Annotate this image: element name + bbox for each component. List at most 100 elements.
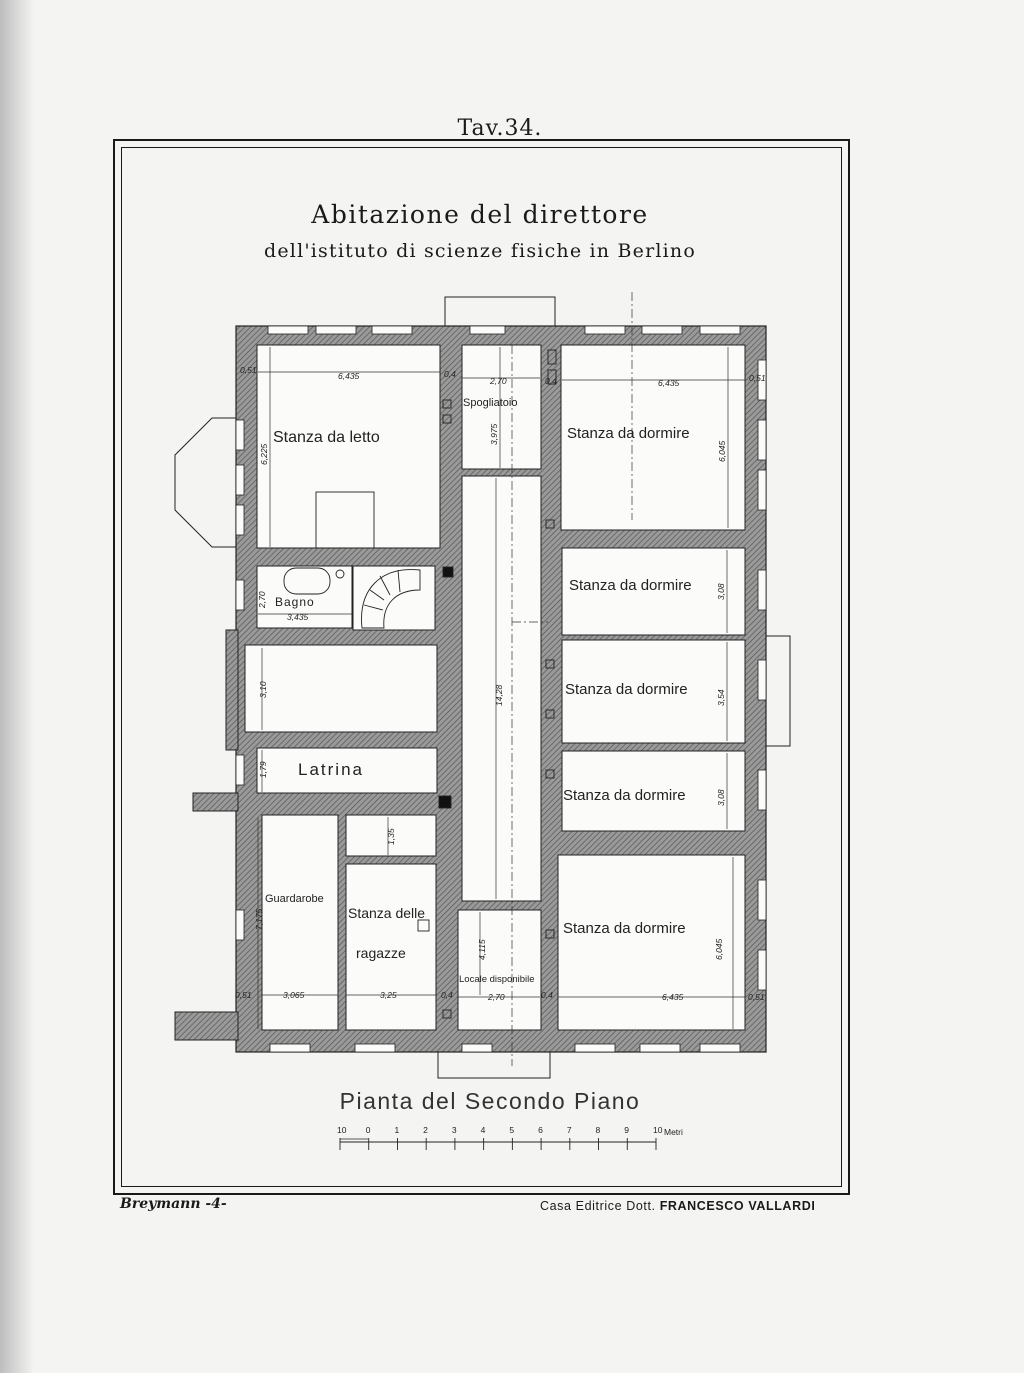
label-guardarobe: Guardarobe	[265, 893, 324, 905]
dim-label: 3,065	[283, 990, 305, 1000]
scale-tick-label: 10	[337, 1125, 347, 1135]
scale-tick-label: 8	[596, 1125, 601, 1135]
scale-tick-label: 2	[423, 1125, 428, 1135]
dim-label: 3,25	[380, 990, 397, 1000]
label-stanza-dormire-3: Stanza da dormire	[565, 681, 688, 698]
dim-label: 0,51	[235, 990, 252, 1000]
room-bagno	[256, 565, 353, 629]
scale-unit: Metri	[664, 1127, 683, 1137]
dim-label: 6,435	[658, 378, 680, 388]
dim-label: 2,70	[257, 591, 267, 609]
label-stanza-ragazze-2: ragazze	[356, 945, 406, 961]
dimension-lines	[257, 347, 745, 1029]
room-small	[345, 814, 437, 857]
room-latrina	[256, 747, 438, 794]
label-bagno: Bagno	[275, 595, 315, 609]
dim-label: 6,045	[714, 938, 724, 960]
label-stanza-dormire-1: Stanza da dormire	[567, 425, 690, 442]
scale-tick-label: 4	[481, 1125, 486, 1135]
dim-label: 6,225	[259, 443, 269, 465]
dim-label: 3,54	[716, 689, 726, 706]
room-dormire-4	[561, 750, 746, 832]
page-shadow	[0, 0, 34, 1373]
label-stanza-da-letto: Stanza da letto	[273, 429, 380, 446]
bay-window	[174, 417, 236, 548]
room-unlabeled	[244, 644, 438, 733]
floor-caption: Pianta del Secondo Piano	[339, 1088, 641, 1114]
publisher-name: FRANCESCO VALLARDI	[659, 1199, 816, 1213]
spiral-stair-icon	[361, 569, 421, 629]
scale-tick-label: 10	[653, 1125, 663, 1135]
label-locale-disponibile: Locale disponibile	[459, 974, 535, 985]
label-stanza-dormire-2: Stanza da dormire	[569, 577, 692, 594]
dim-label: 14,28	[494, 684, 504, 706]
plate-frame-inner	[121, 147, 842, 1187]
room-corridor	[461, 475, 542, 902]
scale-tick-label: 6	[538, 1125, 543, 1135]
bottom-projection	[437, 1052, 551, 1079]
dim-label: 1,35	[386, 828, 396, 845]
dim-label: 0,4	[541, 990, 553, 1000]
fixtures	[283, 349, 557, 1019]
scale-bar: 10 0 1 2 3 4 5 6 7 8 9 10 Metri	[337, 1125, 683, 1150]
plate-title: Abitazione del direttore	[311, 200, 649, 229]
room-dormire-3	[561, 639, 746, 744]
scale-tick-label: 7	[567, 1125, 572, 1135]
label-latrina: Latrina	[298, 760, 364, 779]
room-ragazze	[345, 863, 437, 1031]
scale-ticks	[339, 1138, 657, 1150]
footer-author: Breymann -4-	[120, 1196, 227, 1212]
room-dormire-5	[557, 854, 746, 1031]
room-guardarobe	[261, 814, 339, 1031]
dim-label: 0,4	[545, 376, 557, 386]
scale-labels: 10 0 1 2 3 4 5 6 7 8 9 10	[337, 1125, 663, 1135]
label-spogliatoio: Spogliatoio	[463, 397, 517, 409]
dim-label: 0,51	[240, 365, 257, 375]
dim-label: 3,10	[258, 681, 268, 698]
dim-label: 0,51	[749, 373, 766, 383]
scale-tick-label: 3	[452, 1125, 457, 1135]
plate-frame-outer	[113, 139, 850, 1195]
dim-label: 4,115	[477, 939, 487, 960]
dim-label: 3,975	[489, 423, 499, 445]
room-spogliatoio	[461, 344, 542, 470]
dim-label: 3,08	[716, 583, 726, 600]
scale-tick-label: 0	[366, 1125, 371, 1135]
room-locale-disponibile	[457, 909, 542, 1031]
dim-label: 3,08	[716, 789, 726, 806]
stove-icon	[417, 919, 430, 932]
basin-icon	[335, 569, 345, 579]
label-stanza-ragazze-1: Stanza delle	[348, 905, 425, 921]
dim-label: 1,79	[258, 761, 268, 778]
room-dormire-2	[561, 547, 746, 636]
label-stanza-dormire-4: Stanza da dormire	[563, 787, 686, 804]
dim-label: 2,70	[489, 376, 507, 386]
windows	[235, 325, 767, 1053]
publisher-prefix: Casa Editrice Dott.	[540, 1199, 656, 1213]
right-projection	[766, 635, 791, 747]
bathtub-icon	[283, 567, 331, 595]
dim-label: 0,51	[748, 992, 765, 1002]
scale-tick-label: 9	[624, 1125, 629, 1135]
dim-label: 3,435	[287, 612, 309, 622]
dim-label: 7,175	[254, 908, 264, 930]
dim-label: 0,4	[441, 990, 453, 1000]
dim-label: 6,435	[338, 371, 360, 381]
room-dormire-1	[560, 344, 746, 531]
chimney-flue-icon	[442, 566, 454, 578]
dim-label: 6,045	[717, 440, 727, 462]
bed-outline	[315, 491, 375, 549]
dim-label: 2,70	[487, 992, 505, 1002]
room-stanza-da-letto	[256, 344, 441, 549]
dim-label: 6,435	[662, 992, 684, 1002]
scale-tick-label: 5	[509, 1125, 514, 1135]
label-stanza-dormire-5: Stanza da dormire	[563, 920, 686, 937]
dim-label: 0,4	[444, 369, 456, 379]
top-projection	[444, 296, 556, 327]
chimney-flue-icon	[438, 795, 452, 809]
plate-number: Tav.34.	[457, 116, 543, 141]
scale-tick-label: 1	[394, 1125, 399, 1135]
plate-subtitle: dell'istituto di scienze fisiche in Berl…	[264, 240, 696, 262]
footer-publisher: Casa Editrice Dott. FRANCESCO VALLARDI	[540, 1199, 815, 1213]
